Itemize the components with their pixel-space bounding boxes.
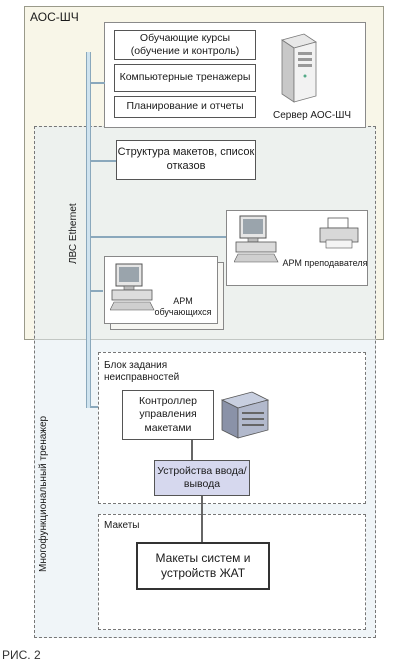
- computer-icon: [234, 215, 279, 263]
- trainers-box: Компьютерные тренажеры: [114, 64, 256, 92]
- structure-box: Структура макетов, список отказов: [116, 140, 256, 180]
- aos-label: АОС-ШЧ: [30, 10, 79, 24]
- trainer-label: Многофункциональный тренажер: [38, 415, 49, 572]
- models-systems-box: Макеты систем и устройств ЖАТ: [136, 542, 270, 590]
- server-icon: [281, 33, 317, 103]
- controller-device-icon: [220, 391, 270, 439]
- courses-label: Обучающие курсы (обучение и контроль): [130, 31, 240, 57]
- io-label: Устройства ввода/вывода: [157, 464, 247, 490]
- link-teacher: [91, 236, 227, 238]
- link-student: [91, 290, 103, 292]
- server-label: Сервер АОС-ШЧ: [272, 110, 352, 121]
- printer-icon: [319, 217, 359, 249]
- ethernet-label: ЛВС Ethernet: [68, 203, 79, 264]
- controller-box: Контроллер управления макетами: [122, 390, 214, 440]
- planning-box: Планирование и отчеты: [114, 96, 256, 118]
- link-io-models: [201, 496, 203, 542]
- link-server: [91, 82, 105, 84]
- link-controller-io: [191, 440, 193, 460]
- courses-box: Обучающие курсы (обучение и контроль): [114, 30, 256, 60]
- fault-block-label: Блок задания неисправностей: [104, 360, 180, 383]
- figure-caption: РИС. 2: [2, 648, 41, 662]
- student-label: АРМ обучающихся: [154, 296, 212, 317]
- io-box: Устройства ввода/вывода: [154, 460, 250, 496]
- structure-label: Структура макетов, список отказов: [117, 146, 255, 172]
- models-label: Макеты: [104, 520, 140, 531]
- controller-label: Контроллер управления макетами: [139, 395, 197, 434]
- trainers-label: Компьютерные тренажеры: [119, 71, 251, 84]
- computer-icon: [110, 263, 155, 311]
- planning-label: Планирование и отчеты: [126, 100, 244, 113]
- ethernet-bus: [86, 52, 91, 408]
- link-structure: [91, 160, 117, 162]
- models-systems-label: Макеты систем и устройств ЖАТ: [155, 551, 251, 580]
- teacher-label: АРМ преподавателя: [282, 258, 368, 268]
